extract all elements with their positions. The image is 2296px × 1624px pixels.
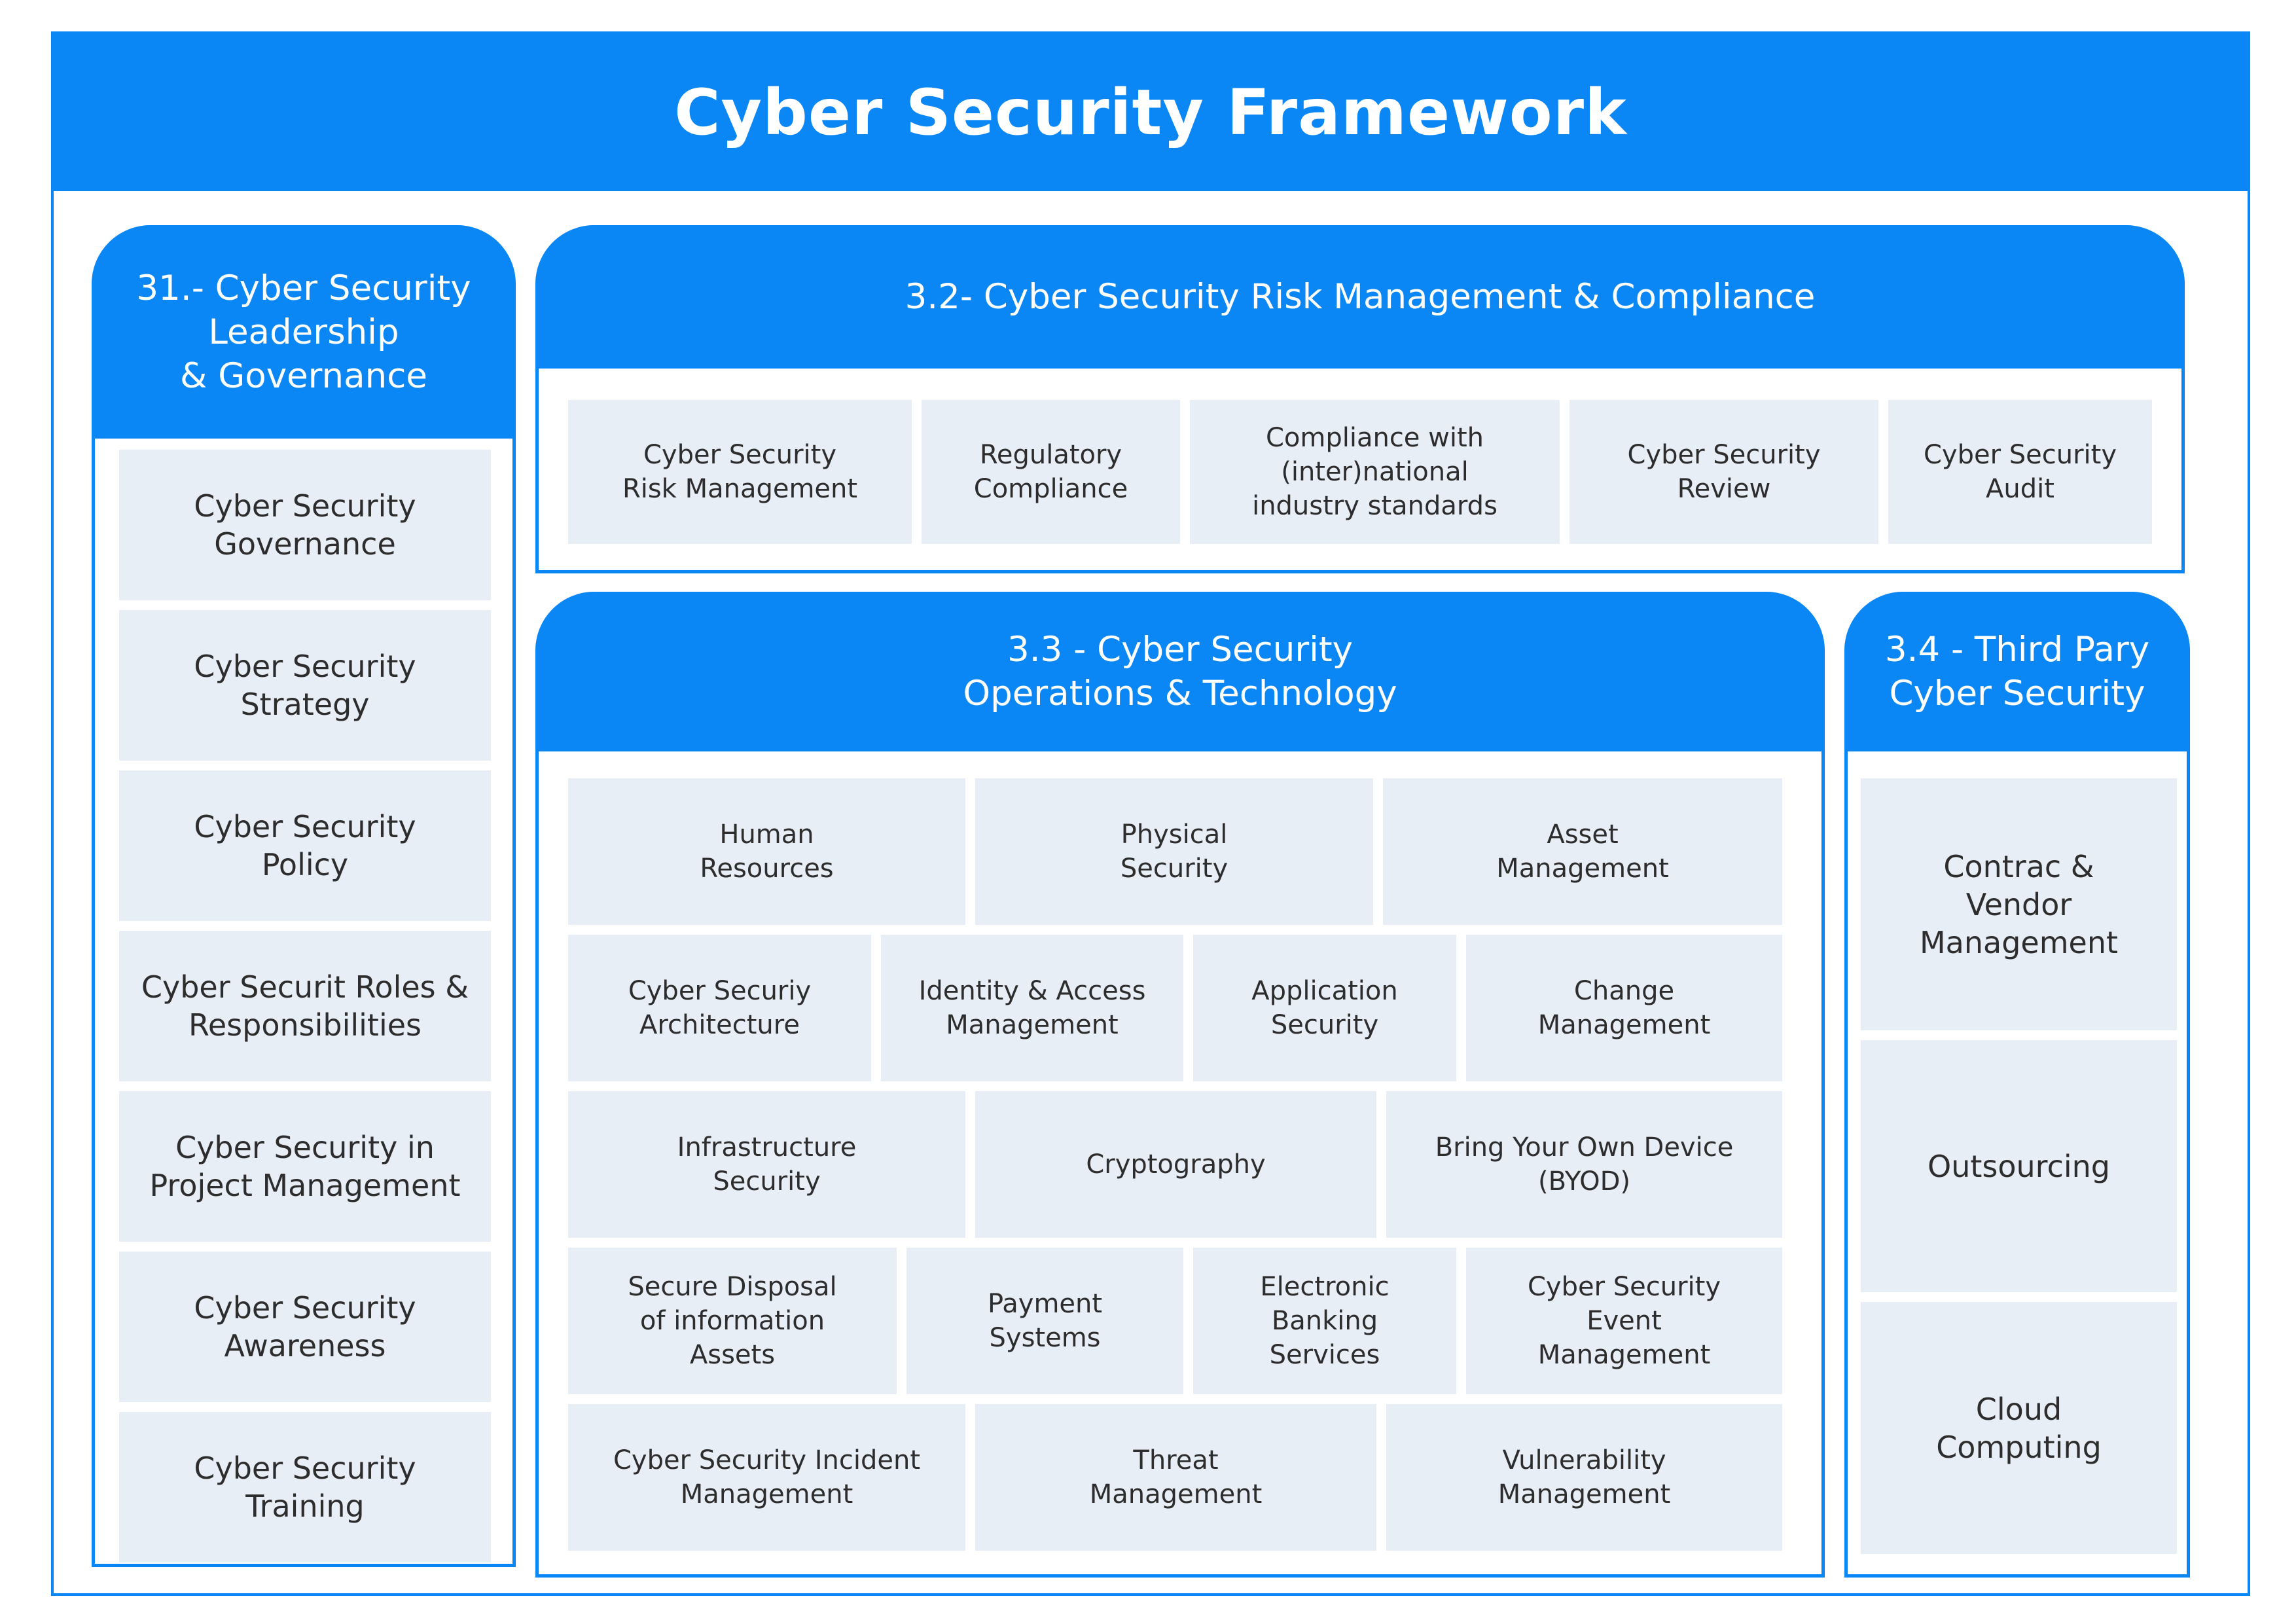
item-project-management: Cyber Security in Project Management <box>119 1091 491 1242</box>
item-asset-management: Asset Management <box>1383 778 1782 925</box>
item-change-management: Change Management <box>1466 935 1782 1081</box>
item-incident-management: Cyber Security Incident Management <box>568 1404 965 1551</box>
item-policy: Cyber Security Policy <box>119 770 491 921</box>
item-outsourcing: Outsourcing <box>1861 1040 2177 1292</box>
item-threat-management: Threat Management <box>975 1404 1376 1551</box>
item-architecture: Cyber Securiy Architecture <box>568 935 871 1081</box>
item-review: Cyber Security Review <box>1570 400 1878 544</box>
item-governance: Cyber Security Governance <box>119 450 491 600</box>
item-byod: Bring Your Own Device (BYOD) <box>1386 1091 1782 1238</box>
item-event-management: Cyber Security Event Management <box>1466 1248 1782 1394</box>
item-identity-access: Identity & Access Management <box>881 935 1183 1081</box>
section-leadership-governance: 31.- Cyber Security Leadership & Governa… <box>92 225 516 1567</box>
section-risk-header: 3.2- Cyber Security Risk Management & Co… <box>535 225 2185 369</box>
item-cryptography: Cryptography <box>975 1091 1376 1238</box>
item-strategy: Cyber Security Strategy <box>119 610 491 761</box>
item-roles-responsibilities: Cyber Securit Roles & Responsibilities <box>119 931 491 1081</box>
section-leadership-header: 31.- Cyber Security Leadership & Governa… <box>92 225 516 439</box>
item-risk-management: Cyber Security Risk Management <box>568 400 912 544</box>
item-training: Cyber Security Training <box>119 1412 491 1562</box>
section-third-party-header: 3.4 - Third Pary Cyber Security <box>1844 592 2190 751</box>
item-physical-security: Physical Security <box>975 778 1373 925</box>
item-secure-disposal: Secure Disposal of information Assets <box>568 1248 897 1394</box>
item-awareness: Cyber Security Awareness <box>119 1252 491 1402</box>
item-industry-standards: Compliance with (inter)national industry… <box>1190 400 1560 544</box>
item-cloud-computing: Cloud Computing <box>1861 1302 2177 1554</box>
item-application-security: Application Security <box>1193 935 1456 1081</box>
item-infrastructure-security: Infrastructure Security <box>568 1091 965 1238</box>
item-payment-systems: Payment Systems <box>906 1248 1183 1394</box>
item-human-resources: Human Resources <box>568 778 965 925</box>
item-audit: Cyber Security Audit <box>1888 400 2152 544</box>
section-operations-header: 3.3 - Cyber Security Operations & Techno… <box>535 592 1825 751</box>
section-third-party: 3.4 - Third Pary Cyber Security Contrac … <box>1844 592 2190 1578</box>
section-risk-compliance: 3.2- Cyber Security Risk Management & Co… <box>535 225 2185 573</box>
item-regulatory-compliance: Regulatory Compliance <box>922 400 1180 544</box>
item-vendor-management: Contrac & Vendor Management <box>1861 778 2177 1030</box>
section-operations-technology: 3.3 - Cyber Security Operations & Techno… <box>535 592 1825 1578</box>
item-vulnerability-management: Vulnerability Management <box>1386 1404 1782 1551</box>
page-title: Cyber Security Framework <box>54 34 2248 191</box>
item-electronic-banking: Electronic Banking Services <box>1193 1248 1456 1394</box>
